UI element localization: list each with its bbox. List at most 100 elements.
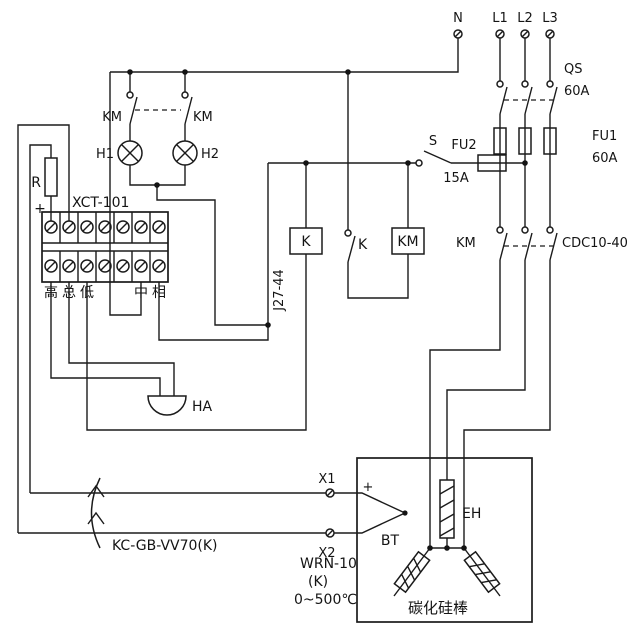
- alarm-bell: HA: [147, 395, 213, 416]
- xct-cell-dividers-bottom: [59, 251, 151, 282]
- lamp-joint-wire: [129, 165, 186, 186]
- label-km-coil: KM: [397, 234, 418, 250]
- km-coil: KM: [391, 163, 425, 255]
- label-bt: BT: [381, 533, 400, 549]
- cable-shield-arc-icon: [90, 477, 101, 549]
- label-km-main: KM: [456, 236, 476, 251]
- bell-wire-left: [50, 282, 161, 396]
- km-aux-blade-icon: [184, 96, 193, 125]
- label-tc-range: 0~500℃: [294, 592, 357, 608]
- terminal-l1-slash-icon: [496, 30, 504, 38]
- label-k-coil: K: [301, 234, 311, 250]
- label-fu1: FU1: [592, 129, 617, 144]
- terminal-l3-slash-icon: [546, 30, 554, 38]
- label-neutral: N: [453, 11, 463, 26]
- label-h2: H2: [201, 147, 219, 162]
- bell-ha-icon: [147, 395, 187, 416]
- fuse-fu1-icon: [518, 127, 532, 155]
- terminal-x2-slash-icon: [326, 529, 334, 537]
- label-fu1-rating: 60A: [592, 151, 618, 166]
- label-h1: H1: [96, 147, 114, 162]
- label-km-aux-right: KM: [193, 110, 213, 125]
- label-qs: QS: [564, 62, 582, 77]
- k-contact-bottom-wire: [347, 254, 409, 299]
- s-contact-icon: [415, 159, 423, 167]
- k-relay: K J27-44: [86, 163, 323, 431]
- xct-block: [41, 211, 169, 283]
- resistor-r-icon: [44, 157, 58, 197]
- qs-switch: QS 60A: [496, 38, 590, 115]
- cable-mark-icon: [87, 484, 105, 498]
- neutral-to-xct-wire: [109, 72, 142, 316]
- qs-contact-icon: [521, 80, 529, 88]
- label-qs-rating: 60A: [564, 84, 590, 99]
- xct-cell-dividers-top: [59, 212, 151, 243]
- label-tc-model: WRN-10: [300, 556, 357, 572]
- k-contact: K: [344, 72, 409, 299]
- heater-rod-left-icon: [393, 550, 431, 594]
- heater-rod-hatch: [439, 485, 455, 537]
- label-rod-caption: 碳化硅棒: [408, 599, 468, 617]
- label-r: R: [31, 175, 41, 191]
- label-terminal-low: 低: [80, 285, 94, 301]
- heater-rod-right-icon: [463, 550, 501, 594]
- fuse-fu2-icon: [477, 154, 507, 172]
- qs-blade-icon: [499, 86, 508, 115]
- label-s: S: [429, 134, 437, 149]
- label-x2: X2: [318, 546, 335, 561]
- label-l3: L3: [542, 11, 558, 26]
- label-x1: X1: [318, 472, 335, 487]
- label-fu2-rating: 15A: [443, 171, 469, 186]
- km-blade-icon: [524, 232, 533, 261]
- km-contact-icon: [496, 226, 504, 234]
- fuse-fu1-icon: [493, 127, 507, 155]
- terminal-l2-slash-icon: [521, 30, 529, 38]
- km-aux-contact-icon: [181, 91, 189, 99]
- km-main-contacts: KM CDC10-40: [456, 226, 628, 261]
- label-ha: HA: [192, 399, 213, 415]
- xct-screw-terminals: [44, 220, 166, 273]
- qs-contact-icon: [496, 80, 504, 88]
- label-l2: L2: [517, 11, 533, 26]
- km-aux-contact-icon: [126, 91, 134, 99]
- lamp-h1-cross-icon: [121, 144, 139, 162]
- k-contact-icon: [344, 229, 352, 237]
- label-fu2: FU2: [451, 138, 476, 153]
- rod-axis-left: [393, 547, 431, 597]
- bell-wire-right: [68, 282, 175, 396]
- label-k-relay-model: J27-44: [272, 269, 287, 312]
- km-contact-icon: [521, 226, 529, 234]
- terminal-x1-slash-icon: [326, 489, 334, 497]
- s-blade-icon: [423, 150, 452, 164]
- qs-blade-icon: [524, 86, 533, 115]
- tc-minus-riser-wire: [17, 124, 70, 533]
- tc-leg-minus-wire: [334, 512, 406, 534]
- fuse-fu1-icon: [543, 127, 557, 155]
- furnace-feed-wires: [429, 260, 551, 548]
- label-km-main-model: CDC10-40: [562, 236, 628, 251]
- neutral-rail-wire: [110, 38, 459, 73]
- lamp-phase-wire: [156, 185, 268, 326]
- label-km-aux-left: KM: [102, 110, 122, 125]
- xct-controller: XCT-101 高 总 低 中 相: [41, 195, 169, 301]
- label-k-contact: K: [358, 237, 368, 253]
- k-contact-blade-icon: [347, 235, 356, 263]
- l2-feed-wire: [446, 260, 526, 480]
- cable-mark-icon: [87, 511, 105, 525]
- km-aux-blade-icon: [129, 96, 138, 125]
- label-tc-grad: (K): [308, 574, 328, 590]
- terminal-n-slash-icon: [454, 30, 462, 38]
- lamp-h2-cross-icon: [176, 144, 194, 162]
- k-coil-return-wire: [86, 254, 307, 431]
- tc-plus-riser-wire: [29, 144, 52, 493]
- km-contact-icon: [546, 226, 554, 234]
- thermocouple-circuit: KC-GB-VV70(K) X1 X2 + BT WRN-10 (K) 0~50…: [17, 124, 408, 608]
- label-cable-model: KC-GB-VV70(K): [112, 538, 218, 554]
- phase-to-xct-wire: [158, 163, 269, 341]
- power-terminals: N L1 L2 L3: [453, 11, 558, 39]
- furnace-outline: [356, 457, 533, 623]
- xct-wiring: [50, 72, 269, 396]
- tc-leg-plus-wire: [334, 492, 406, 514]
- control-phase-rail: S FU2 15A: [268, 134, 525, 186]
